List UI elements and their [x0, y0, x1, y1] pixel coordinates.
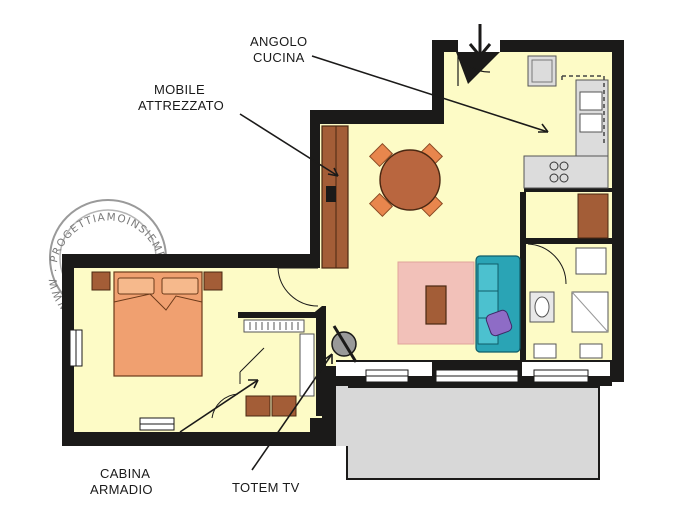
leader-lines [179, 55, 549, 471]
entrance [457, 24, 492, 86]
kitchen-counter [523, 55, 609, 189]
label-walk-in-closet-line1: CABINA [100, 466, 150, 481]
dining-table [379, 149, 441, 211]
tv-totem [331, 325, 358, 363]
label-tv-totem: TOTEM TV [232, 480, 300, 495]
entrance-arrow-icon [468, 24, 492, 59]
terrace [324, 376, 624, 480]
label-walk-in-closet-line2: ARMADIO [90, 482, 153, 497]
bed [113, 271, 203, 377]
sofa [475, 255, 521, 353]
label-kitchen-corner-line1: ANGOLO [250, 34, 307, 49]
label-equipped-furniture-line1: MOBILE [154, 82, 205, 97]
windows [69, 329, 589, 431]
label-equipped-furniture-line2: ATTREZZATO [138, 98, 224, 113]
label-kitchen-corner-line2: CUCINA [253, 50, 305, 65]
walk-in-closet [239, 319, 315, 417]
coffee-table [425, 285, 447, 325]
living-area [397, 255, 521, 353]
dining-set [368, 142, 444, 218]
equipped-furniture [321, 125, 349, 269]
labels: ANGOLO CUCINA MOBILE ATTREZZATO CABINA A… [90, 34, 307, 497]
bedroom [91, 267, 319, 419]
interior-partitions [238, 188, 612, 416]
bathroom [527, 193, 609, 359]
